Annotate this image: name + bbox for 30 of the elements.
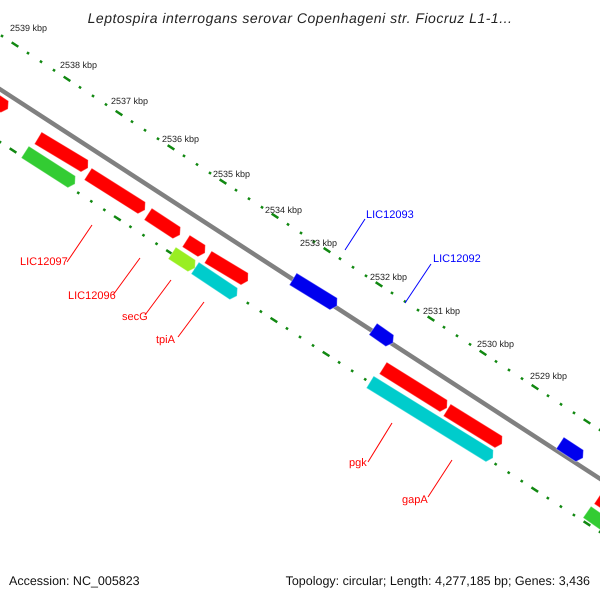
- scale-label: 2539 kbp: [10, 24, 48, 33]
- gene-label: LIC12093: [366, 210, 414, 221]
- scale-label: 2536 kbp: [162, 135, 200, 144]
- gene-label: LIC12092: [433, 254, 481, 265]
- leader-line: [368, 422, 392, 462]
- gene-label: LIC12097: [20, 257, 68, 268]
- leader-line: [66, 224, 92, 262]
- scale-label: 2530 kbp: [477, 340, 514, 349]
- scale-label: 2534 kbp: [265, 206, 302, 215]
- scale-label: 2529 kbp: [530, 372, 568, 381]
- title: Leptospira interrogans serovar Copenhageni str. Fiocruz L1-1...: [86, 11, 514, 25]
- gene-label: gapA: [402, 495, 428, 506]
- footer-text: Accession: NC_005823: [9, 575, 140, 588]
- gene-label: pgk: [349, 458, 367, 469]
- gene-label: LIC12096: [68, 291, 116, 302]
- footer-text: Topology: circular; Length: 4,277,185 bp; Genes: 3,436: [286, 575, 590, 588]
- scale-label: 2535 kbp: [213, 170, 250, 179]
- leader-line: [344, 218, 366, 250]
- scale-label: 2533 kbp: [300, 239, 338, 248]
- leader-line: [144, 280, 172, 316]
- gene-label: secG: [122, 312, 148, 323]
- leader-line: [112, 258, 140, 296]
- scale-label: 2537 kbp: [111, 97, 148, 106]
- scale-label: 2531 kbp: [423, 307, 460, 316]
- scale-label: 2532 kbp: [370, 273, 408, 282]
- leader-line: [178, 302, 204, 338]
- scale-label: 2538 kbp: [60, 61, 98, 70]
- leader-line: [428, 460, 452, 498]
- gene-label: tpiA: [156, 335, 175, 346]
- leader-line: [404, 264, 432, 304]
